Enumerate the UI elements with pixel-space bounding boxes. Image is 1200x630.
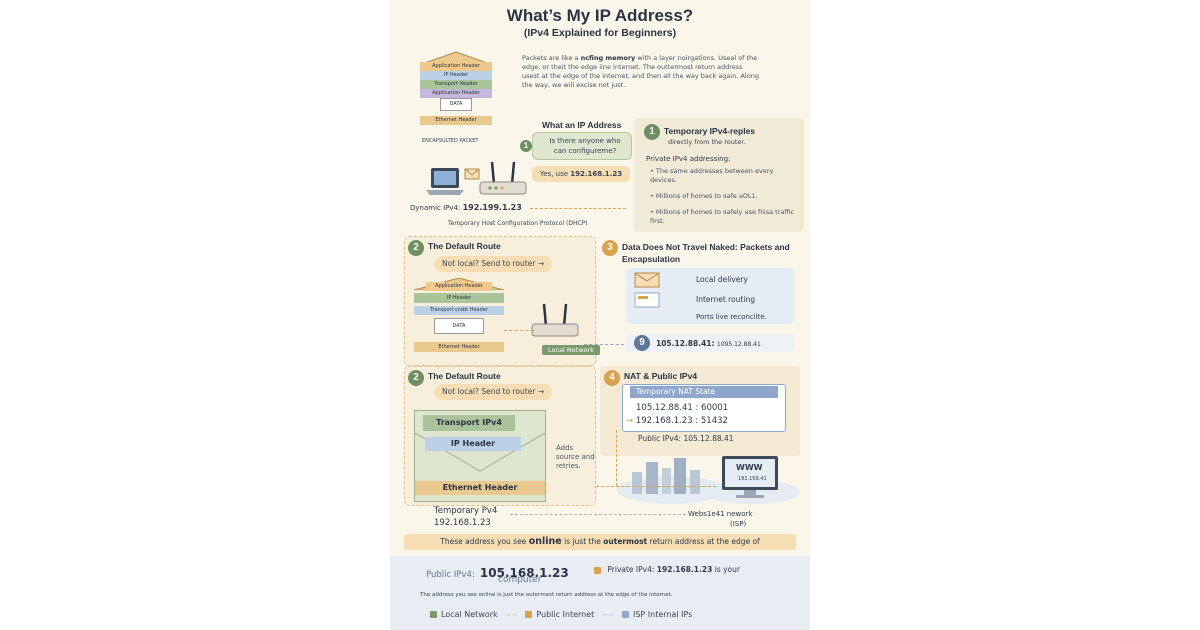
packet-layer: Ethernet Header: [414, 342, 504, 352]
summary-public: Public IPv4: 105.168.1.23: [426, 566, 569, 580]
section-3-title: Data Does Not Travel Naked: Packets and …: [622, 242, 790, 264]
intro-lead: Packets are like a: [522, 54, 579, 62]
page-subtitle: (IPv4 Explained for Beginners): [523, 27, 677, 39]
packet-layer: Transport IPv4: [423, 415, 515, 431]
section-1-subtitle: directly from the router.: [668, 138, 746, 146]
section-3-ip-badge: 9: [634, 335, 650, 351]
envelope-icon: [634, 272, 660, 288]
legend-swatch: [430, 611, 437, 618]
section-2a-title: The Default Route: [428, 241, 501, 251]
route-connector: [584, 344, 624, 345]
packet-layer: DATA: [434, 318, 484, 334]
section-4-title: NAT & Public IPv4: [624, 371, 698, 381]
section-2b-note: Adds source and retries.: [556, 444, 595, 470]
section-1-bullet: • Millions of homes to safe aOL1.: [650, 192, 758, 200]
dhcp-connector: [530, 208, 626, 209]
legend-swatch: [525, 611, 533, 618]
legend-item: Public Internet: [525, 610, 594, 619]
route-connector: [596, 486, 716, 487]
section-3-item: Ports live reconcilte.: [696, 313, 767, 321]
packet-layer: Ethernet Header: [415, 481, 545, 495]
legend-dash: – –: [506, 610, 517, 619]
packet-layer: IP Header: [420, 71, 492, 80]
packet-layer: Transport crabt Header: [414, 306, 504, 315]
online-banner: These address you see online is just the…: [404, 534, 796, 550]
route-connector: [510, 514, 686, 515]
section-3-ip-row: [626, 334, 794, 352]
dhcp-protocol-label: Temporary Host Configuration Protocol (D…: [448, 220, 588, 227]
arrow-right-icon: →: [626, 416, 634, 426]
packet-roof-icon: [421, 51, 491, 64]
packet-layer: IP Header: [425, 437, 521, 451]
isp-label-line2: (ISP): [730, 520, 747, 528]
laptop-icon: [426, 168, 464, 195]
section-3-item: Internet routing: [696, 295, 755, 304]
legend-item: ISP Internal IPs: [621, 610, 692, 619]
dhcp-answer-bubble: Yes, use 192.168.1.23: [532, 166, 630, 182]
packet-layer: Application Header: [420, 89, 492, 98]
section-1-title: Temporary IPv4-reples: [664, 126, 756, 136]
local-network-badge: Local Network: [542, 345, 601, 355]
packet-layer: DATA: [440, 98, 472, 111]
section-2a-badge: 2: [408, 240, 424, 256]
encapsulated-packet-diagram: Application Header IP Header Transport H…: [420, 50, 492, 132]
monitor-ip: 192.169.41: [738, 476, 767, 482]
section-3-badge: 3: [602, 240, 618, 256]
section-1-bullet: • The same addresses between every devic…: [650, 167, 774, 184]
isp-label-line1: Webs1e41 nework: [688, 510, 753, 518]
section-2b-temp-label: Temporary Pv4: [434, 506, 498, 516]
monitor-icon: [722, 456, 778, 498]
section-3-ip-line: 105.12.88.41: 1095.12.88.41: [656, 339, 761, 348]
nat-state-header: Temporary NAT State: [630, 386, 778, 398]
infographic-poster: What’s My IP Address? (IPv4 Explained fo…: [390, 0, 810, 630]
monitor-www: WWW: [736, 463, 763, 472]
intro-paragraph: Packets are like a ncfing memory with a …: [522, 54, 762, 90]
router-icon: [479, 161, 527, 195]
dhcp-heading: What an IP Address: [542, 120, 622, 130]
packet-layer: Ethernet Header: [420, 116, 492, 125]
section-1-card: [634, 118, 804, 232]
section-2b-temp-ip: 192.168.1.23: [434, 518, 491, 528]
route-connector: [616, 430, 617, 486]
route-connector: [504, 330, 534, 331]
envelope-icon: [634, 292, 660, 308]
section-4-badge: 4: [604, 370, 620, 386]
legend-item: Local Network: [430, 610, 498, 619]
packet-layer: IP Header: [414, 293, 504, 303]
section-3-item: Local delivery: [696, 275, 748, 284]
dhcp-step-badge: 1: [520, 140, 532, 152]
nat-row: 105.12.88.41 : 60001: [636, 403, 729, 413]
section-1-bullet: • Millions of homes to safely use fiiisa…: [650, 208, 795, 225]
packet-layer: Application Header: [426, 282, 492, 291]
private-square-icon: [594, 566, 601, 574]
dhcp-question-bubble: Is there anyone who can configureme?: [532, 132, 632, 160]
intro-bold: ncfing memory: [580, 54, 636, 62]
section-2b-title: The Default Route: [428, 371, 501, 381]
packet-caption: ENCAPSULTED PACKET: [422, 138, 479, 144]
section-2b-route-pill: Not local? Send to router →: [434, 384, 553, 400]
envelope-icon: [464, 168, 480, 180]
section-1-badge: 1: [644, 124, 660, 140]
section-2b-envelope: Transport IPv4 IP Header Ethernet Header: [414, 410, 546, 502]
packet-layer: Transport Header: [420, 80, 492, 89]
section-2a-packet: Application Header IP Header Transport c…: [414, 278, 504, 356]
nat-public-ip: Public IPv4: 105.12.88.41: [638, 434, 734, 443]
legend-swatch: [621, 611, 629, 618]
section-2a-route-pill: Not local? Send to router →: [434, 256, 553, 272]
legend: Local Network – – Public Internet – – IS…: [430, 610, 692, 619]
dynamic-ip-line: Dynamic IPv4: 192.199.1.23: [410, 203, 522, 212]
summary-computer: computer: [498, 575, 542, 585]
intro-rest: with a layer noirgations. Useal of the e…: [522, 54, 759, 89]
summary-note: The address you see online is just the o…: [420, 592, 673, 598]
packet-layer: Application Header: [420, 62, 492, 71]
legend-dash: – –: [602, 610, 614, 619]
nat-row: → 192.168.1.23 : 51432: [626, 416, 728, 426]
section-1-private-label: Private IPv4 addressing:: [646, 155, 731, 163]
section-2b-badge: 2: [408, 370, 424, 386]
summary-private: Private IPv4: 192.168.1.23 is your: [594, 565, 740, 574]
router-icon: [531, 303, 579, 337]
page-title: What’s My IP Address?: [506, 6, 694, 25]
